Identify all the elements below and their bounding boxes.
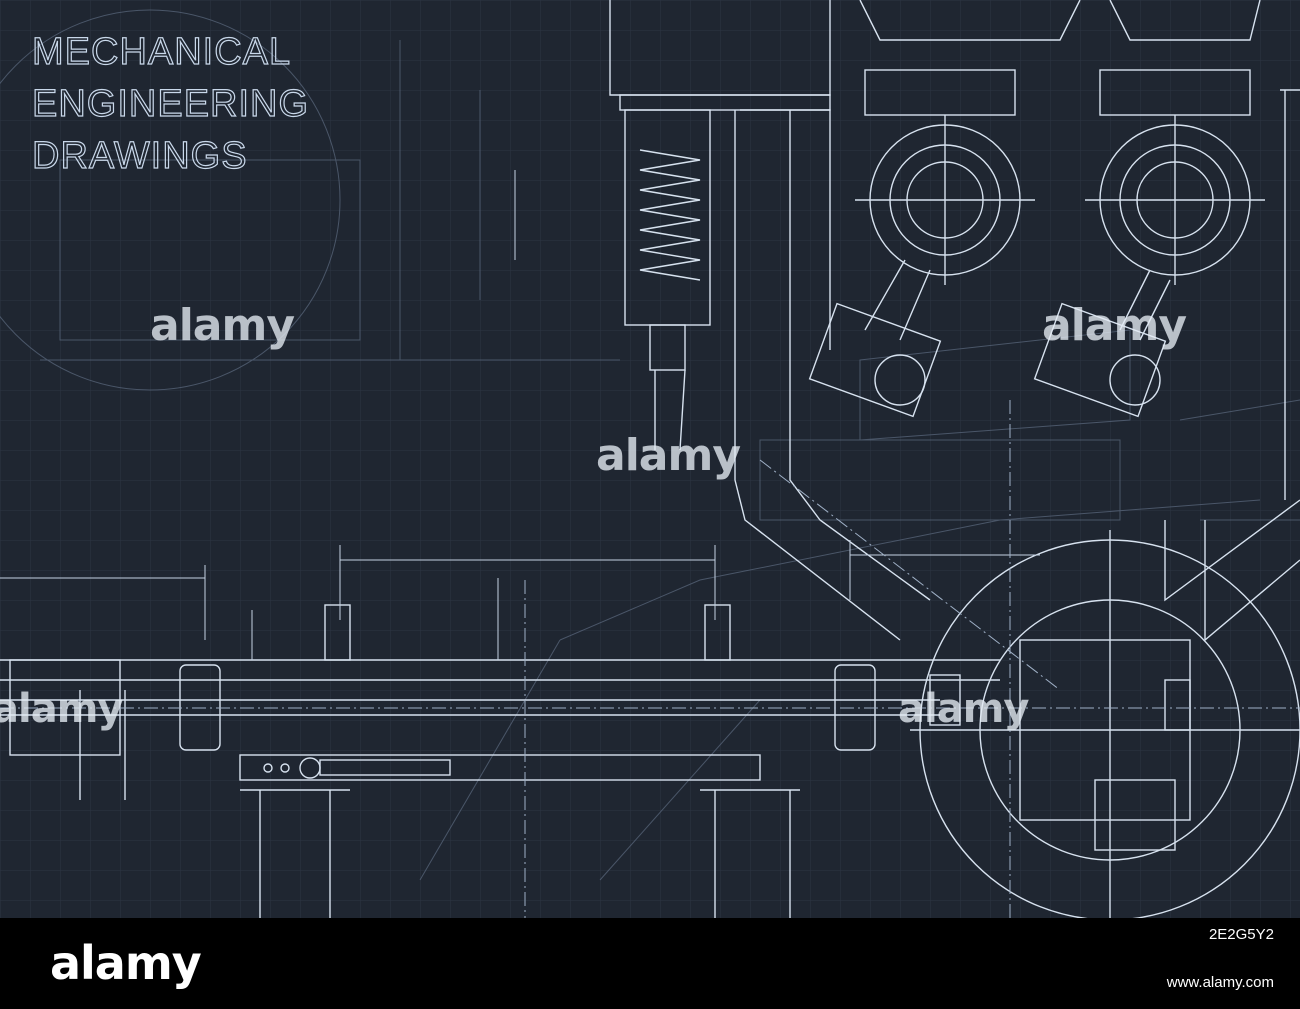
blueprint-canvas: MECHANICAL ENGINEERING DRAWINGS alamy al… bbox=[0, 0, 1300, 918]
title-block: MECHANICAL ENGINEERING DRAWINGS bbox=[30, 28, 390, 188]
title-line-2: ENGINEERING bbox=[32, 83, 309, 125]
title-line-1: MECHANICAL bbox=[32, 31, 291, 73]
image-id: 2E2G5Y2 bbox=[1208, 926, 1274, 943]
watermark: alamy bbox=[1042, 300, 1187, 351]
grid-pattern bbox=[0, 0, 1300, 918]
blueprint-drawing bbox=[0, 0, 1300, 918]
footer-bar: alamy 2E2G5Y2 www.alamy.com bbox=[0, 918, 1300, 1009]
footer-logo: alamy bbox=[50, 936, 202, 990]
dimension-lines bbox=[0, 170, 1040, 660]
title-outline: MECHANICAL ENGINEERING DRAWINGS bbox=[31, 30, 309, 177]
background-construction bbox=[0, 9, 1300, 881]
center-lines bbox=[0, 400, 1300, 918]
watermark: alamy bbox=[898, 686, 1029, 732]
watermark: alamy bbox=[0, 686, 123, 732]
footer-url[interactable]: www.alamy.com bbox=[1166, 974, 1274, 991]
watermark: alamy bbox=[596, 430, 741, 481]
title-line-3: DRAWINGS bbox=[32, 135, 248, 177]
watermark: alamy bbox=[150, 300, 295, 351]
